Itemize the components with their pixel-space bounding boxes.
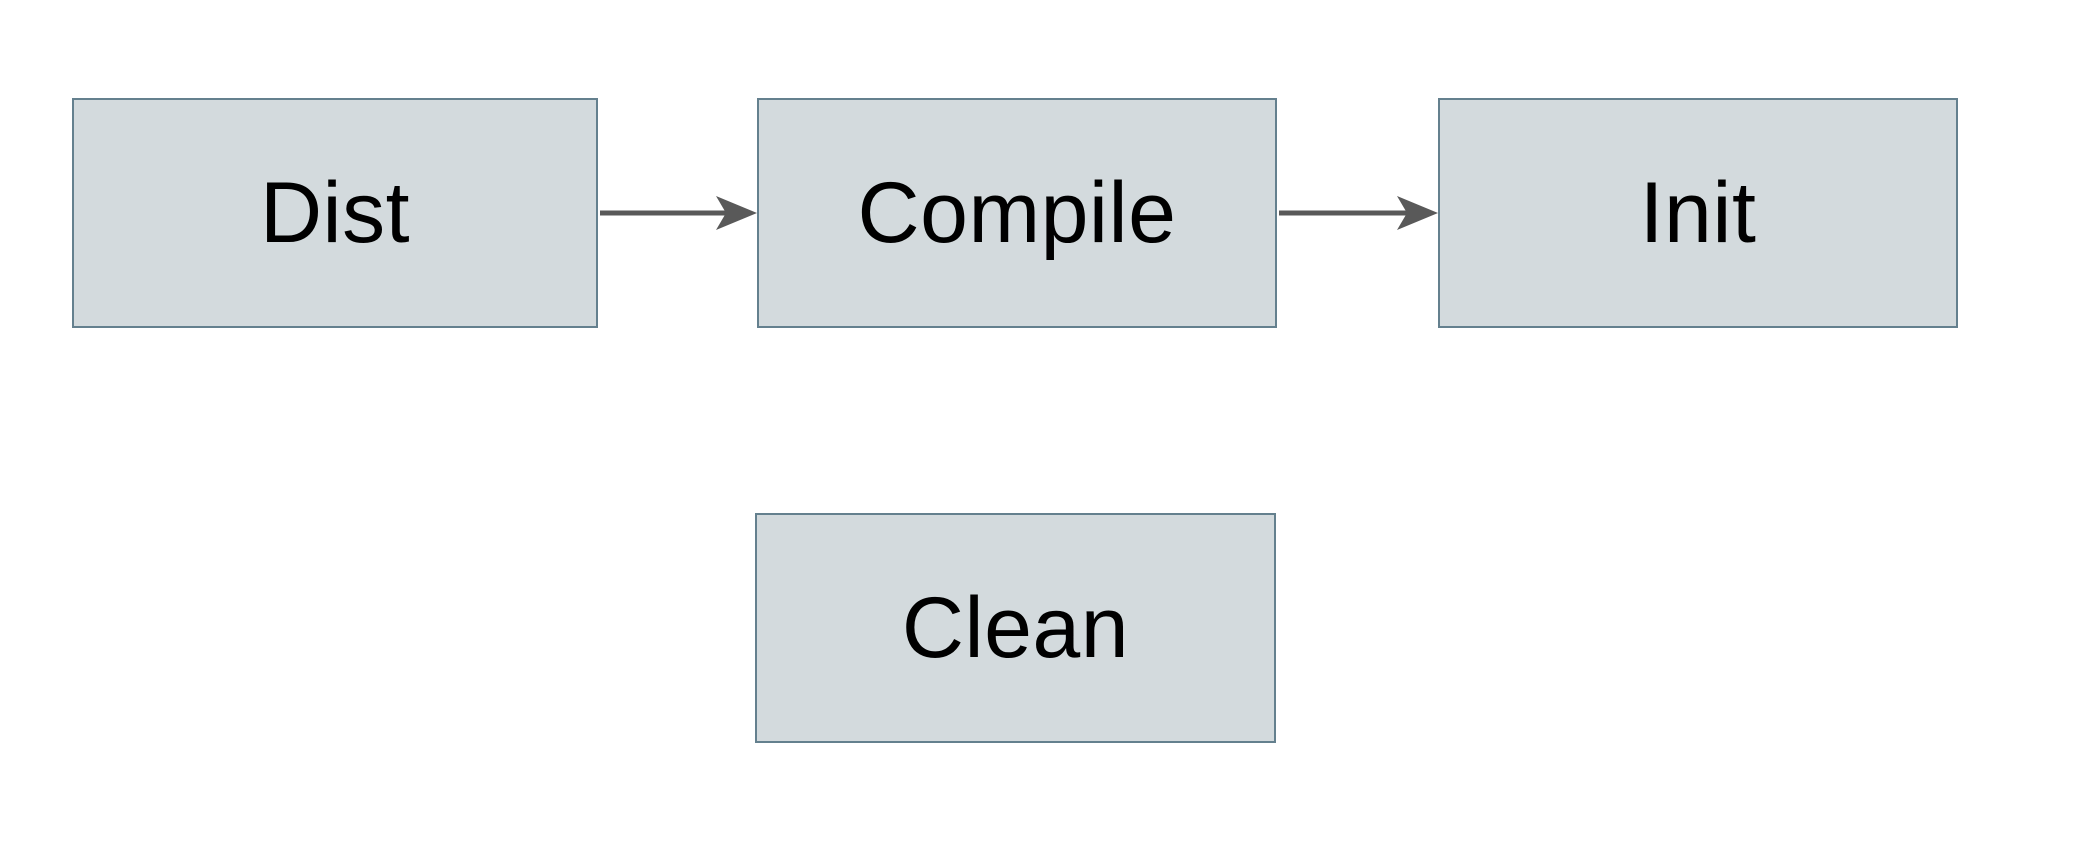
arrowhead-icon [1397, 196, 1438, 230]
arrowhead-icon [716, 196, 757, 230]
node-clean[interactable]: Clean [755, 513, 1276, 743]
node-init-label: Init [1639, 165, 1757, 261]
edge-dist-to-compile[interactable] [600, 196, 757, 230]
node-init[interactable]: Init [1438, 98, 1958, 328]
node-dist[interactable]: Dist [72, 98, 598, 328]
node-compile[interactable]: Compile [757, 98, 1277, 328]
node-clean-label: Clean [901, 580, 1130, 676]
node-compile-label: Compile [857, 165, 1177, 261]
edge-compile-to-init[interactable] [1279, 196, 1438, 230]
node-dist-label: Dist [259, 165, 411, 261]
